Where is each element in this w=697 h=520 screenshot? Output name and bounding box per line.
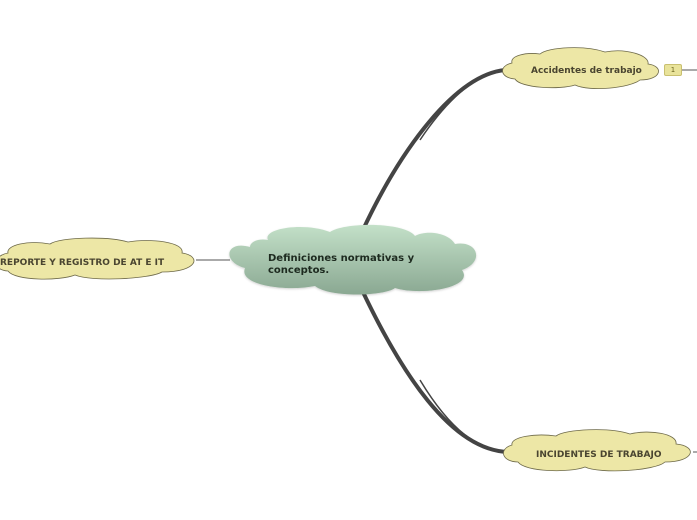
central-topic-label: Definiciones normativas y conceptos. xyxy=(268,253,415,276)
topic-label-reporte: REPORTE Y REGISTRO DE AT E IT xyxy=(0,258,165,268)
topic-cloud-accidentes[interactable] xyxy=(502,47,659,89)
connector-incidentes-thin xyxy=(419,379,509,453)
connector-incidentes xyxy=(360,288,510,454)
connector-accidentes-thin xyxy=(419,69,506,141)
topic-cloud-incidentes[interactable] xyxy=(503,429,691,472)
central-topic-cloud[interactable] xyxy=(229,224,477,295)
topic-cloud-reporte[interactable] xyxy=(0,237,195,280)
attachment-count-badge[interactable]: 1 xyxy=(664,64,682,76)
connector-accidentes xyxy=(360,68,507,234)
topic-label-incidentes: INCIDENTES DE TRABAJO xyxy=(536,450,662,460)
topic-label-accidentes: Accidentes de trabajo xyxy=(531,66,642,76)
